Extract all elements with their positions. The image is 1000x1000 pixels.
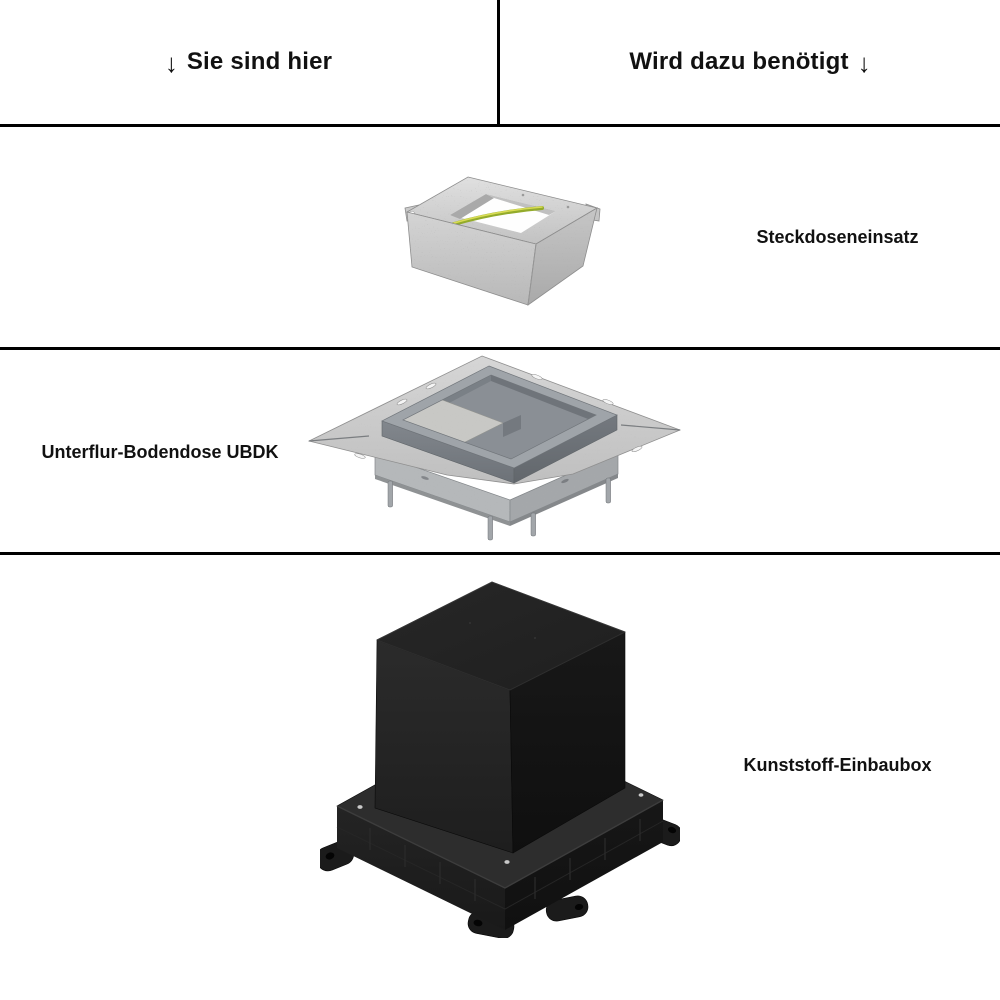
row-steckdoseneinsatz: Steckdoseneinsatz: [0, 127, 1000, 350]
header-left-label: Sie sind hier: [186, 48, 333, 75]
header-right-cell: Wird dazu benötigt ↓: [500, 0, 1000, 124]
row-unterflur-bodendose: Unterflur-Bodendose UBDK: [0, 350, 1000, 555]
product-label: Kunststoff-Einbaubox: [743, 755, 932, 775]
down-arrow-icon: ↓: [857, 48, 871, 78]
header-left-cell: ↓ Sie sind hier: [0, 0, 500, 124]
row-kunststoff-einbaubox: Kunststoff-Einbaubox: [0, 555, 1000, 1000]
kunststoff-einbaubox-image: [320, 578, 680, 938]
product-label: Steckdoseneinsatz: [756, 227, 919, 247]
unterflur-bodendose-image: [305, 353, 685, 543]
comparison-header: ↓ Sie sind hier Wird dazu benötigt ↓: [0, 0, 1000, 127]
steckdoseneinsatz-image: [402, 167, 602, 307]
product-label: Unterflur-Bodendose UBDK: [41, 442, 279, 462]
header-right-label: Wird dazu benötigt: [629, 48, 849, 75]
down-arrow-icon: ↓: [164, 48, 178, 78]
